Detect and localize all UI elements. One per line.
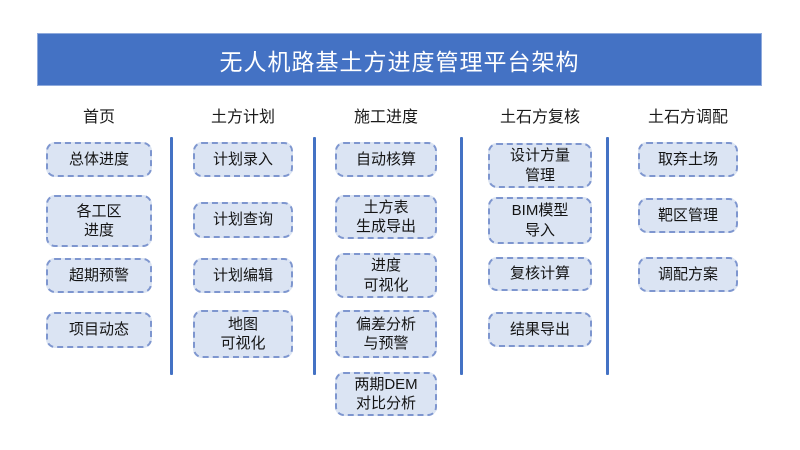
module-box: 进度 可视化 — [335, 253, 437, 298]
module-box: 超期预警 — [46, 258, 152, 293]
module-box: 偏差分析 与预警 — [335, 310, 437, 358]
module-box: 计划编辑 — [193, 258, 293, 293]
column-header: 土石方复核 — [499, 109, 580, 126]
module-box: 取弃土场 — [638, 142, 738, 177]
column-divider — [313, 137, 316, 375]
module-box: 自动核算 — [335, 142, 437, 177]
module-box: 设计方量 管理 — [488, 143, 592, 188]
module-box: 计划录入 — [193, 142, 293, 177]
module-box: 地图 可视化 — [193, 310, 293, 358]
column-header: 首页 — [82, 109, 115, 126]
column-header: 施工进度 — [353, 109, 418, 126]
column-home: 首页 总体进度 各工区 进度 超期预警 项目动态 — [46, 100, 152, 430]
title-banner: 无人机路基土方进度管理平台架构 — [37, 33, 762, 86]
column-earthwork-review: 土石方复核 设计方量 管理 BIM模型 导入 复核计算 结果导出 — [488, 100, 592, 430]
module-box: 复核计算 — [488, 257, 592, 291]
column-header: 土方计划 — [210, 109, 275, 126]
column-divider — [606, 137, 609, 375]
module-box: 调配方案 — [638, 257, 738, 292]
page-title: 无人机路基土方进度管理平台架构 — [219, 48, 580, 75]
module-box: BIM模型 导入 — [488, 197, 592, 244]
module-box: 项目动态 — [46, 312, 152, 348]
column-earthwork-allocation: 土石方调配 取弃土场 靶区管理 调配方案 — [638, 100, 738, 430]
column-header: 土石方调配 — [647, 109, 728, 126]
module-box: 靶区管理 — [638, 198, 738, 233]
column-construction-progress: 施工进度 自动核算 土方表 生成导出 进度 可视化 偏差分析 与预警 两期DEM… — [335, 100, 437, 430]
module-box: 计划查询 — [193, 202, 293, 238]
module-box: 各工区 进度 — [46, 195, 152, 247]
module-box: 总体进度 — [46, 142, 152, 177]
column-divider — [170, 137, 173, 375]
module-box: 两期DEM 对比分析 — [335, 372, 437, 416]
column-earthwork-plan: 土方计划 计划录入 计划查询 计划编辑 地图 可视化 — [193, 100, 293, 430]
column-divider — [460, 137, 463, 375]
module-box: 结果导出 — [488, 312, 592, 347]
module-box: 土方表 生成导出 — [335, 195, 437, 239]
